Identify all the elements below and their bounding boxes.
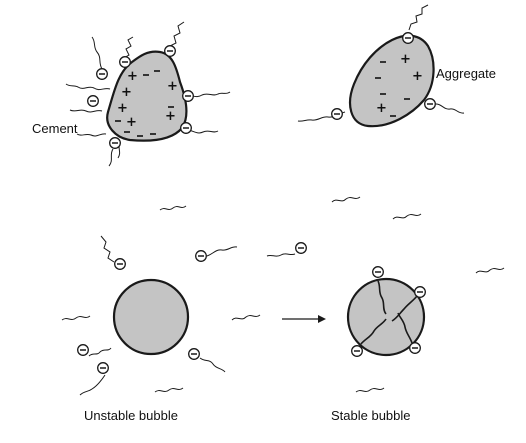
- negative-ion-icon: [425, 99, 436, 110]
- negative-ion-icon: [415, 287, 426, 298]
- negative-ion-icon: [78, 345, 89, 356]
- unstable-bubble-label: Unstable bubble: [84, 408, 178, 423]
- svg-text:+: +: [117, 101, 128, 116]
- svg-text:+: +: [376, 101, 387, 116]
- negative-ion-icon: [196, 251, 207, 262]
- negative-ion-icon: [189, 349, 200, 360]
- svg-text:+: +: [400, 52, 411, 67]
- negative-ion-icon: [403, 33, 414, 44]
- cement-particle: +++ +++: [66, 22, 230, 166]
- cement-label: Cement: [32, 121, 78, 136]
- negative-ion-icon: [183, 91, 194, 102]
- negative-ion-icon: [410, 343, 421, 354]
- aggregate-label: Aggregate: [436, 66, 496, 81]
- negative-ion-icon: [181, 123, 192, 134]
- svg-text:+: +: [126, 115, 137, 130]
- negative-ion-icon: [115, 259, 126, 270]
- cement-grain: [107, 52, 186, 141]
- negative-ion-icon: [332, 109, 343, 120]
- transition-arrow: [282, 315, 326, 323]
- svg-text:+: +: [121, 85, 132, 100]
- negative-ion-icon: [296, 243, 307, 254]
- negative-ion-icon: [98, 363, 109, 374]
- svg-text:+: +: [127, 69, 138, 84]
- stable-bubble: [348, 267, 425, 357]
- negative-ion-icon: [373, 267, 384, 278]
- negative-ion-icon: [120, 57, 131, 68]
- unstable-bubble: [78, 236, 307, 395]
- negative-ion-icon: [88, 96, 99, 107]
- negative-ion-icon: [352, 346, 363, 357]
- svg-text:+: +: [412, 69, 423, 84]
- svg-text:+: +: [165, 109, 176, 124]
- negative-ion-icon: [97, 69, 108, 80]
- stable-bubble-label: Stable bubble: [331, 408, 411, 423]
- negative-ion-icon: [165, 46, 176, 57]
- unstable-bubble-circle: [114, 280, 188, 354]
- svg-text:+: +: [167, 79, 178, 94]
- negative-ion-icon: [110, 138, 121, 149]
